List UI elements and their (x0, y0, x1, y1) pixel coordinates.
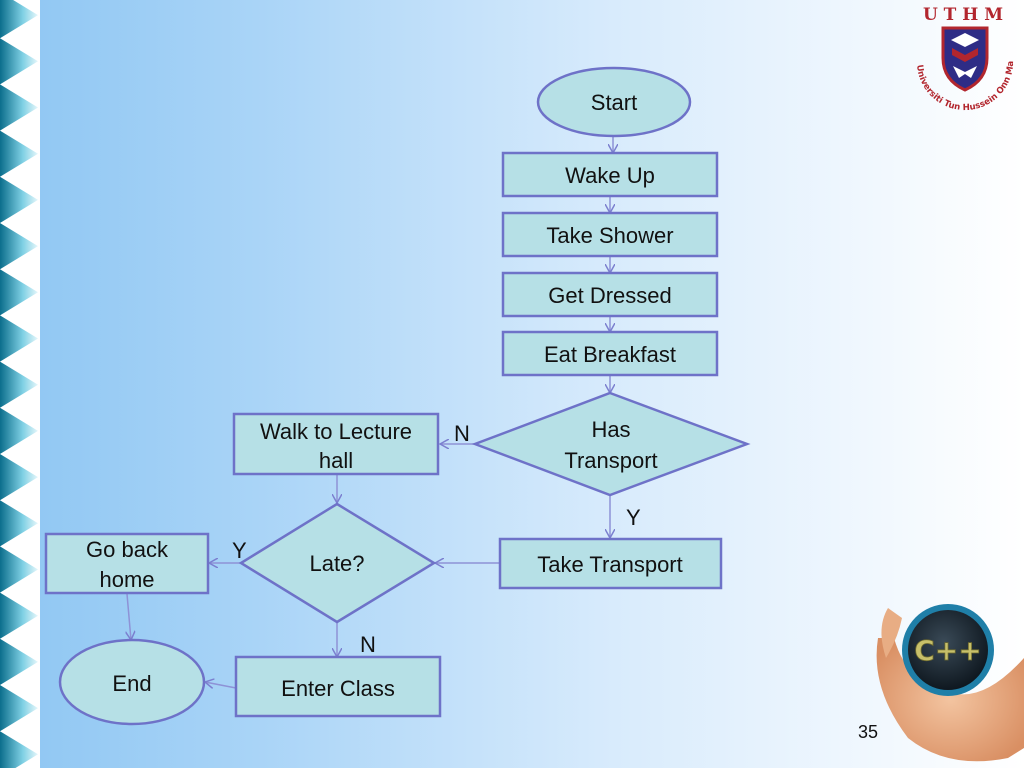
node-enter-class-label: Enter Class (281, 676, 395, 701)
strip-triangle (0, 731, 38, 768)
edge-label-transport-yes: Y (626, 505, 641, 530)
strip-triangle (0, 269, 38, 316)
strip-triangle (0, 176, 38, 223)
decision-has-transport: Has Transport (471, 391, 751, 497)
edge-label-late-yes: Y (232, 538, 247, 563)
node-go-back-line1: Go back (86, 537, 169, 562)
node-wake-up: Wake Up (501, 151, 719, 198)
node-walk-line2: hall (319, 448, 353, 473)
uthm-logo: U T H M Universiti Tun Hussein Onn Malay… (905, 0, 1016, 113)
strip-triangle (0, 315, 38, 362)
strip-triangle (0, 0, 38, 39)
strip-triangle (0, 407, 38, 454)
strip-triangle (0, 130, 38, 177)
node-take-shower-label: Take Shower (546, 223, 673, 248)
edge-label-late-no: N (360, 632, 376, 657)
strip-triangle (0, 361, 38, 408)
node-get-dressed-label: Get Dressed (548, 283, 672, 308)
cpp-badge: C++ (876, 604, 1024, 762)
left-decorative-strip (0, 0, 40, 768)
node-get-dressed: Get Dressed (501, 271, 719, 318)
node-start-label: Start (591, 90, 637, 115)
node-wake-up-label: Wake Up (565, 163, 655, 188)
decision-late-label: Late? (309, 551, 364, 576)
node-eat-breakfast: Eat Breakfast (501, 330, 719, 377)
node-enter-class: Enter Class (234, 655, 442, 718)
node-take-transport-label: Take Transport (537, 552, 683, 577)
uthm-logo-letters: U T H M (923, 5, 1003, 25)
strip-triangle (0, 638, 38, 685)
strip-triangle (0, 592, 38, 639)
node-walk-line1: Walk to Lecture (260, 419, 412, 444)
decision-has-transport-line1: Has (591, 417, 630, 442)
node-eat-breakfast-label: Eat Breakfast (544, 342, 676, 367)
edge-label-transport-no: N (454, 421, 470, 446)
node-walk-to-lecture-hall: Walk to Lecture hall (232, 412, 440, 476)
arrow-goback-to-end (127, 593, 131, 640)
connectors (127, 137, 613, 689)
strip-triangle (0, 84, 38, 131)
node-go-back-line2: home (99, 567, 154, 592)
strip-triangle (0, 685, 38, 732)
node-take-transport: Take Transport (498, 537, 723, 590)
strip-triangle (0, 38, 38, 85)
node-take-shower: Take Shower (501, 211, 719, 258)
strip-triangle (0, 223, 38, 270)
cpp-badge-text: C++ (914, 634, 981, 667)
decision-late: Late? (238, 502, 437, 624)
strip-triangle (0, 546, 38, 593)
strip-triangle (0, 454, 38, 501)
node-start: Start (536, 66, 692, 138)
node-end: End (58, 638, 206, 726)
node-go-back-home: Go back home (44, 532, 210, 595)
page-number: 35 (857, 722, 879, 742)
decision-has-transport-line2: Transport (564, 448, 657, 473)
arrow-enter-to-end (205, 682, 237, 689)
node-end-label: End (112, 671, 151, 696)
strip-triangle (0, 500, 38, 547)
